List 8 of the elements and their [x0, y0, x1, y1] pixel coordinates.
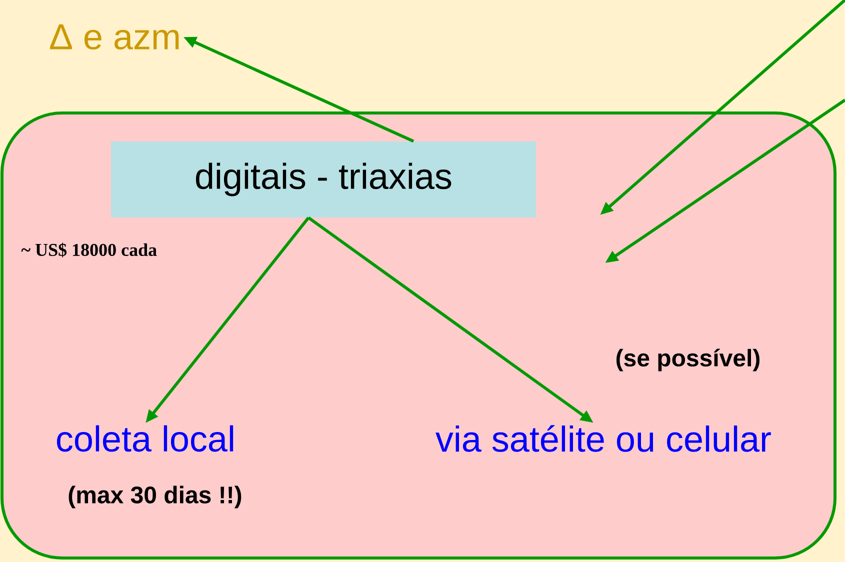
variable-label: Δ e azm — [50, 24, 179, 50]
option-label: via satélite ou celular — [436, 425, 771, 452]
option-label: coleta local — [56, 425, 234, 452]
rounded-panel — [0, 112, 836, 560]
price-note: ~ US$ 18000 cada — [21, 242, 157, 258]
condition-note: (se possível) — [616, 348, 760, 372]
duration-note: (max 30 dias !!) — [68, 486, 242, 508]
sensor-box: digitais - triaxias — [111, 142, 536, 218]
